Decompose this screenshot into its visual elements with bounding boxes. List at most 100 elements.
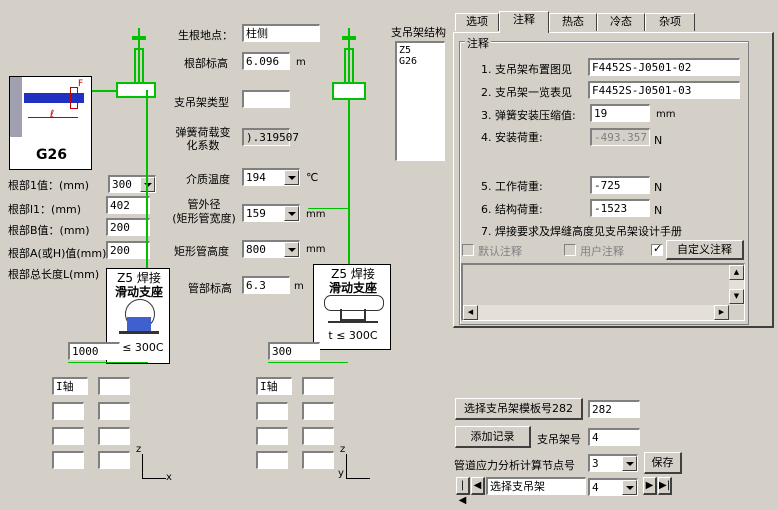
pipe-elev-input[interactable]: 6.3: [242, 276, 290, 294]
right-grid-input-5[interactable]: [256, 451, 288, 469]
location-input[interactable]: 柱侧: [242, 24, 320, 42]
root1-select[interactable]: 300: [108, 175, 156, 193]
l1-input[interactable]: 402: [106, 196, 150, 214]
chevron-down-icon[interactable]: [284, 170, 299, 185]
chevron-down-icon[interactable]: [622, 456, 637, 471]
default-note-label: 默认注释: [478, 245, 522, 258]
scroll-up-icon[interactable]: ▲: [729, 265, 744, 280]
axis-right-input[interactable]: I轴: [256, 377, 292, 395]
user-note-checkbox[interactable]: [564, 244, 576, 256]
root-elev-input[interactable]: 6.096: [242, 52, 290, 70]
left-grid-input-3[interactable]: [52, 427, 84, 445]
l1-label: 根部l1：(mm): [8, 203, 82, 216]
add-record-button[interactable]: 添加记录: [455, 426, 531, 448]
structure-list[interactable]: Z5 G26: [395, 41, 445, 161]
select-hanger-select[interactable]: 4: [588, 478, 638, 496]
scrollbar-h[interactable]: [463, 305, 729, 320]
hanger-no-label: 支吊架号: [537, 433, 581, 446]
select-hanger-label: 选择支吊架: [486, 477, 586, 495]
scroll-down-icon[interactable]: ▼: [729, 289, 744, 304]
note3-label: 3. 弹簧安装压缩值:: [481, 109, 576, 122]
struct-load-input[interactable]: -1523: [590, 199, 650, 217]
notes-textarea[interactable]: ▲ ▼ ◀ ▶: [461, 263, 745, 321]
tab-panel: [453, 32, 774, 328]
left-grid-input-6[interactable]: [98, 451, 130, 469]
spring-compression-input[interactable]: 19: [590, 104, 650, 122]
note4-label: 4. 安装荷重:: [481, 131, 543, 144]
first-record-icon[interactable]: |◀: [456, 477, 470, 506]
last-record-icon[interactable]: ▶|: [658, 477, 672, 495]
save-button[interactable]: 保存: [644, 452, 682, 474]
list-item[interactable]: G26: [399, 56, 418, 67]
right-support-card: Z5 焊接 滑动支座 t ≤ 300C: [313, 264, 391, 350]
total-length-label: 根部总长度L(mm): [8, 268, 100, 281]
axis-left-input-2[interactable]: [98, 377, 130, 395]
chevron-down-icon[interactable]: [284, 242, 299, 257]
g26-label: G26: [36, 147, 67, 163]
note6-label: 6. 结构荷重:: [481, 203, 543, 216]
hanger-type-input[interactable]: [242, 90, 290, 108]
next-record-icon[interactable]: ▶: [643, 477, 657, 495]
g26-diagram: ℓ F G26: [9, 76, 92, 170]
custom-note-checkbox[interactable]: ✓: [651, 242, 663, 256]
template-no-input[interactable]: 282: [588, 400, 640, 418]
tab-notes[interactable]: 注释: [499, 11, 549, 33]
pipe-od-label: 管外径 (矩形管宽度): [172, 198, 236, 225]
hanger-no-input[interactable]: 4: [588, 428, 640, 446]
custom-note-button[interactable]: 自定义注释: [666, 240, 744, 260]
tab-misc[interactable]: 杂项: [645, 13, 695, 31]
left-axis-indicator: z x: [136, 444, 172, 483]
b-input[interactable]: 200: [106, 218, 150, 236]
tab-hot[interactable]: 热态: [549, 13, 597, 31]
b-label: 根部B值：(mm): [8, 224, 90, 237]
right-bottom-input[interactable]: 300: [268, 342, 320, 360]
a-input[interactable]: 200: [106, 241, 150, 259]
install-load-input: -493.357: [590, 128, 650, 146]
note1-input[interactable]: F4452S-J0501-02: [588, 58, 740, 76]
left-bottom-input[interactable]: 1000: [68, 342, 120, 360]
notes-group: [459, 41, 749, 325]
center-support-drawing: [308, 18, 380, 270]
scroll-left-icon[interactable]: ◀: [463, 305, 478, 320]
axis-right-input-2[interactable]: [302, 377, 334, 395]
right-grid-input-3[interactable]: [256, 427, 288, 445]
medium-temp-select[interactable]: 194: [242, 168, 300, 186]
prev-record-icon[interactable]: ◀: [471, 477, 485, 495]
note1-label: 1. 支吊架布置图见: [481, 63, 572, 76]
card-left-subtitle: 滑动支座: [114, 285, 163, 299]
notes-group-title: 注释: [465, 35, 491, 51]
right-grid-input-1[interactable]: [256, 402, 288, 420]
card-left-temp: t ≤ 300C: [114, 341, 164, 354]
left-grid-input-2[interactable]: [98, 402, 130, 420]
tab-options[interactable]: 选项: [455, 13, 499, 31]
left-grid-input-5[interactable]: [52, 451, 84, 469]
default-note-checkbox[interactable]: [462, 244, 474, 256]
pipe-elev-label: 管部标高: [188, 282, 232, 295]
left-grid-input-1[interactable]: [52, 402, 84, 420]
hanger-type-label: 支吊架类型: [174, 96, 229, 109]
spring-coef-input: ).319507: [242, 128, 299, 146]
rect-height-select[interactable]: 800: [242, 240, 300, 258]
check-icon: ✓: [653, 242, 663, 255]
right-grid-input-4[interactable]: [302, 427, 334, 445]
left-support-card: Z5 焊接 滑动支座 t ≤ 300C: [106, 268, 170, 364]
note7-label: 7. 焊接要求及焊缝高度见支吊架设计手册: [481, 225, 682, 238]
pipe-od-select[interactable]: 159: [242, 204, 300, 222]
scroll-right-icon[interactable]: ▶: [714, 305, 729, 320]
rect-height-label: 矩形管高度: [174, 245, 229, 258]
select-template-button[interactable]: 选择支吊架模板号282: [455, 398, 583, 420]
node-select[interactable]: 3: [588, 454, 638, 472]
note2-label: 2. 支吊架一览表见: [481, 86, 572, 99]
medium-temp-label: 介质温度: [186, 173, 230, 186]
list-item[interactable]: Z5: [399, 45, 412, 56]
tab-cold[interactable]: 冷态: [597, 13, 645, 31]
node-label: 管道应力分析计算节点号: [454, 459, 575, 472]
work-load-input[interactable]: -725: [590, 176, 650, 194]
note2-input[interactable]: F4452S-J0501-03: [588, 81, 740, 99]
right-grid-input-6[interactable]: [302, 451, 334, 469]
axis-left-input[interactable]: I轴: [52, 377, 88, 395]
chevron-down-icon[interactable]: [622, 480, 637, 495]
right-grid-input-2[interactable]: [302, 402, 334, 420]
left-grid-input-4[interactable]: [98, 427, 130, 445]
chevron-down-icon[interactable]: [284, 206, 299, 221]
